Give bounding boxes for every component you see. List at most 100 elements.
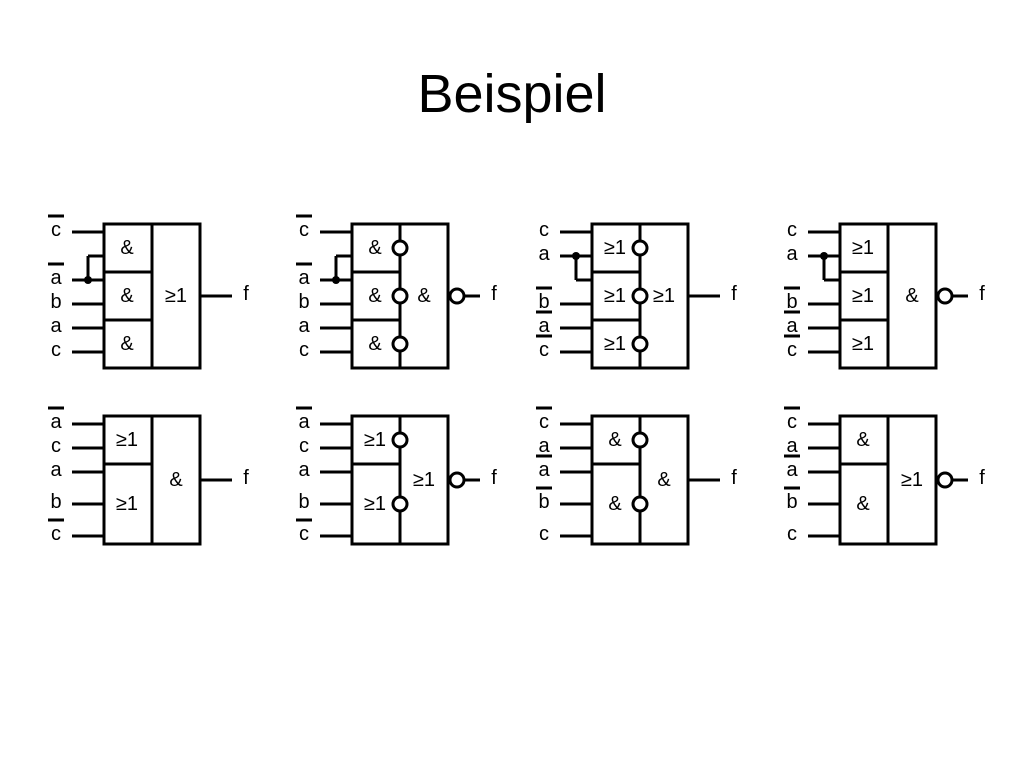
gate-1-op: ≥1 xyxy=(604,237,626,259)
input-label-c: c xyxy=(299,219,309,241)
output-label: f xyxy=(243,467,249,489)
gate-1-op: & xyxy=(120,237,134,259)
gate-3-op: ≥1 xyxy=(852,333,874,355)
input-label-c: c xyxy=(299,339,309,361)
input-label-a: a xyxy=(786,435,798,457)
output-label: f xyxy=(491,283,497,305)
input-label-a: a xyxy=(538,459,550,481)
gate-2-op: ≥1 xyxy=(364,493,386,515)
input-label-a: a xyxy=(298,315,310,337)
gate-2-op: ≥1 xyxy=(604,285,626,307)
input-label-c: c xyxy=(787,523,797,545)
gate-2-op: ≥1 xyxy=(116,493,138,515)
output-label: f xyxy=(979,283,985,305)
output-label: f xyxy=(491,467,497,489)
input-label-c: c xyxy=(787,219,797,241)
inversion-bubble xyxy=(631,431,649,449)
input-label-a: a xyxy=(298,459,310,481)
input-label-a: a xyxy=(50,315,62,337)
input-label-a: a xyxy=(50,459,62,481)
input-label-a: a xyxy=(786,315,798,337)
gate-3-op: ≥1 xyxy=(604,333,626,355)
input-label-a: a xyxy=(50,411,62,433)
input-label-c: c xyxy=(299,435,309,457)
gate-1-op: ≥1 xyxy=(364,429,386,451)
inversion-bubble xyxy=(631,495,649,513)
output-gate-op: & xyxy=(905,285,919,307)
inversion-bubble xyxy=(631,239,649,257)
input-label-a: a xyxy=(538,243,550,265)
output-gate-op: ≥1 xyxy=(413,469,435,491)
gate-1-op: ≥1 xyxy=(116,429,138,451)
input-label-c: c xyxy=(51,219,61,241)
input-label-b: b xyxy=(786,491,797,513)
gate-1-op: ≥1 xyxy=(852,237,874,259)
input-label-a: a xyxy=(298,267,310,289)
output-gate-op: & xyxy=(657,469,671,491)
inversion-bubble xyxy=(391,287,409,305)
inversion-bubble xyxy=(391,239,409,257)
gate-2-op: & xyxy=(608,493,622,515)
input-label-a: a xyxy=(786,243,798,265)
gate-2-op: & xyxy=(856,493,870,515)
inversion-bubble xyxy=(631,287,649,305)
gate-2-op: ≥1 xyxy=(852,285,874,307)
gate-2-op: & xyxy=(120,285,134,307)
input-label-a: a xyxy=(786,459,798,481)
input-label-c: c xyxy=(51,339,61,361)
gate-1-op: & xyxy=(368,237,382,259)
input-label-b: b xyxy=(786,291,797,313)
output-gate-op: & xyxy=(169,469,183,491)
input-label-c: c xyxy=(787,411,797,433)
gate-1-op: & xyxy=(608,429,622,451)
inversion-bubble xyxy=(631,335,649,353)
input-label-a: a xyxy=(50,267,62,289)
input-label-b: b xyxy=(538,491,549,513)
input-label-a: a xyxy=(538,315,550,337)
input-label-b: b xyxy=(538,291,549,313)
gate-3-op: & xyxy=(368,333,382,355)
output-gate-op: ≥1 xyxy=(165,285,187,307)
page-title: Beispiel xyxy=(417,64,607,124)
output-gate-op: ≥1 xyxy=(901,469,923,491)
output-gate-op: ≥1 xyxy=(653,285,675,307)
gate-1-op: & xyxy=(856,429,870,451)
input-label-c: c xyxy=(539,523,549,545)
inversion-bubble xyxy=(391,431,409,449)
output-label: f xyxy=(243,283,249,305)
input-label-c: c xyxy=(787,339,797,361)
gate-2-op: & xyxy=(368,285,382,307)
input-label-c: c xyxy=(51,435,61,457)
input-label-b: b xyxy=(298,291,309,313)
input-label-a: a xyxy=(298,411,310,433)
gate-3-op: & xyxy=(120,333,134,355)
output-inversion-bubble xyxy=(448,287,466,305)
output-label: f xyxy=(979,467,985,489)
output-inversion-bubble xyxy=(936,287,954,305)
output-inversion-bubble xyxy=(448,471,466,489)
input-label-c: c xyxy=(299,523,309,545)
output-label: f xyxy=(731,467,737,489)
input-label-b: b xyxy=(298,491,309,513)
inversion-bubble xyxy=(391,495,409,513)
inversion-bubble xyxy=(391,335,409,353)
input-label-a: a xyxy=(538,435,550,457)
input-label-c: c xyxy=(51,523,61,545)
output-inversion-bubble xyxy=(936,471,954,489)
input-label-c: c xyxy=(539,339,549,361)
input-label-b: b xyxy=(50,491,61,513)
input-label-c: c xyxy=(539,219,549,241)
input-label-b: b xyxy=(50,291,61,313)
input-label-c: c xyxy=(539,411,549,433)
output-label: f xyxy=(731,283,737,305)
output-gate-op: & xyxy=(417,285,431,307)
